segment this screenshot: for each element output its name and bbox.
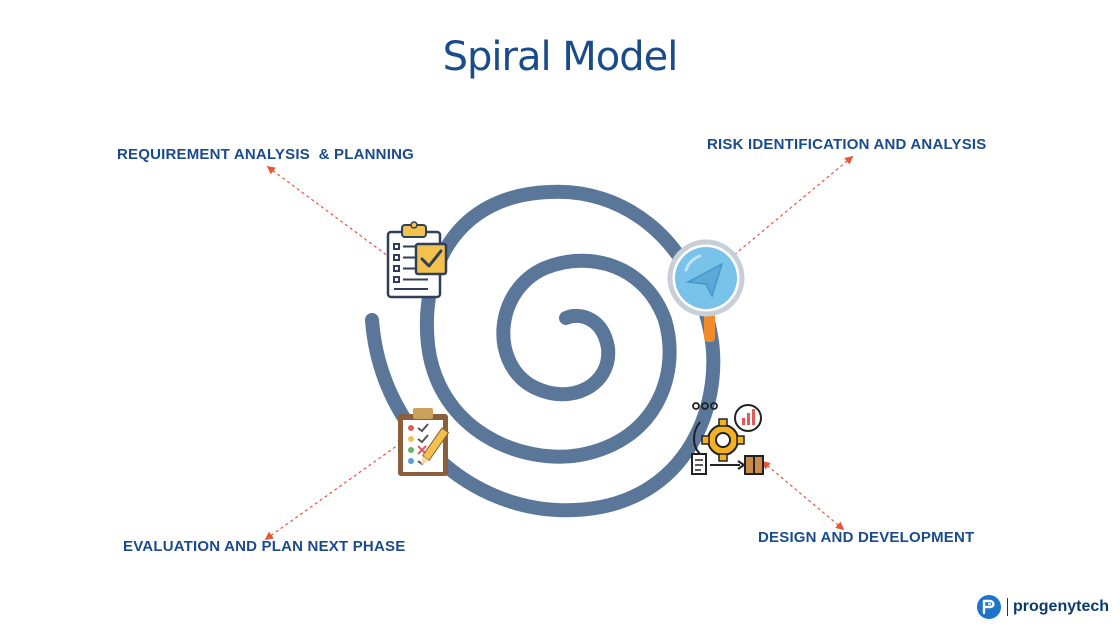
clipboard-pencil-icon: [398, 408, 450, 476]
gear-process-icon: [691, 402, 764, 475]
risk-identification-label: RISK IDENTIFICATION AND ANALYSIS: [707, 136, 987, 153]
evaluation-label: EVALUATION AND PLAN NEXT PHASE: [123, 538, 406, 555]
magnifying-glass-icon: [667, 239, 745, 342]
arrow-requirement: [266, 165, 398, 264]
requirement-analysis-label: REQUIREMENT ANALYSIS & PLANNING: [117, 146, 414, 163]
arrow-risk: [726, 155, 854, 262]
spiral-curve: [365, 184, 721, 518]
arrow-design: [761, 460, 845, 531]
clipboard-checklist-icon: [386, 221, 448, 299]
brand-name: progenytech: [1007, 598, 1109, 616]
design-development-label: DESIGN AND DEVELOPMENT: [758, 529, 975, 546]
arrow-evaluation: [264, 439, 407, 540]
brand-logo: progenytech: [976, 594, 1109, 620]
diagram-title: Spiral Model: [442, 34, 679, 80]
progenytech-logo-icon: [977, 595, 1001, 619]
